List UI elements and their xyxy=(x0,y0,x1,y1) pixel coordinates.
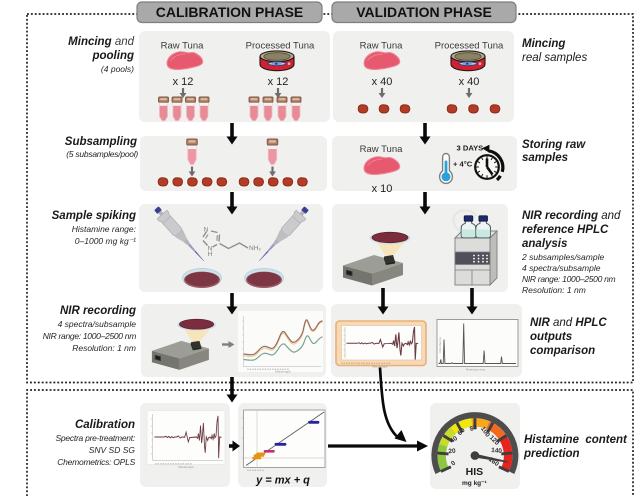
svg-text:x 12: x 12 xyxy=(268,76,289,88)
svg-text:4 spectra/subsample: 4 spectra/subsample xyxy=(58,319,137,329)
svg-text:x 40: x 40 xyxy=(459,76,480,88)
svg-text:Raw Tuna: Raw Tuna xyxy=(360,41,403,52)
svg-text:40: 40 xyxy=(449,435,459,445)
svg-text:Chemometrics: OPLS: Chemometrics: OPLS xyxy=(57,457,135,467)
svg-text:prediction: prediction xyxy=(523,448,580,460)
svg-text:Resolution: 1 nm: Resolution: 1 nm xyxy=(522,285,586,295)
svg-text:HIS: HIS xyxy=(466,466,484,478)
svg-text:Resolution: 1 nm: Resolution: 1 nm xyxy=(72,343,136,353)
svg-text:3 DAYS: 3 DAYS xyxy=(457,144,484,153)
svg-text:0: 0 xyxy=(450,459,458,467)
svg-text:a a a a a a a a a a: a a a a a a a a a a a a a a a a a a a a xyxy=(341,361,391,365)
svg-text:20: 20 xyxy=(448,448,456,456)
svg-text:real samples: real samples xyxy=(522,52,587,64)
svg-text:NIR recording: NIR recording xyxy=(60,305,136,317)
svg-text:Wavelength: Wavelength xyxy=(275,370,291,374)
svg-text:NH₂: NH₂ xyxy=(249,245,261,252)
svg-text:Retention time: Retention time xyxy=(466,368,486,372)
svg-text:a a a a a a a a a a: a a a a a a a a a a a a a a a xyxy=(155,462,192,466)
svg-text:Processed Tuna: Processed Tuna xyxy=(246,41,315,52)
svg-text:Histamine range:: Histamine range: xyxy=(72,224,137,234)
svg-text:reference HPLC: reference HPLC xyxy=(522,224,609,236)
svg-text:2 subsamples/sample: 2 subsamples/sample xyxy=(521,252,604,262)
svg-text:Raw Tuna: Raw Tuna xyxy=(161,41,204,52)
svg-text:Histamine content: Histamine content xyxy=(524,434,628,446)
svg-text:x 12: x 12 xyxy=(173,76,194,88)
svg-text:+ 4°C: + 4°C xyxy=(453,160,473,169)
svg-text:NIR and HPLC: NIR and HPLC xyxy=(530,317,607,329)
svg-text:140: 140 xyxy=(491,447,503,455)
svg-text:Sample spiking: Sample spiking xyxy=(52,210,136,222)
svg-text:comparison: comparison xyxy=(530,345,595,357)
svg-text:Mincing and: Mincing and xyxy=(68,36,134,48)
svg-text:60: 60 xyxy=(456,427,466,437)
svg-text:Processed Tuna: Processed Tuna xyxy=(435,41,504,52)
svg-text:SNV SD SG: SNV SD SG xyxy=(89,445,136,455)
svg-text:4 spectra/subsample: 4 spectra/subsample xyxy=(522,263,601,273)
svg-text:analysis: analysis xyxy=(522,238,567,250)
svg-text:NIR range: 1000–2500 nm: NIR range: 1000–2500 nm xyxy=(522,274,615,284)
svg-text:y = mx + q: y = mx + q xyxy=(255,475,310,487)
svg-text:VALIDATION PHASE: VALIDATION PHASE xyxy=(356,4,492,20)
svg-text:samples: samples xyxy=(522,152,568,164)
svg-text:Absorbance: Absorbance xyxy=(438,337,442,353)
svg-text:x 40: x 40 xyxy=(372,76,393,88)
svg-text:Spectra pre-treatment:: Spectra pre-treatment: xyxy=(55,433,135,443)
svg-text:pooling: pooling xyxy=(91,50,134,62)
svg-text:0–1000 mg kg⁻¹: 0–1000 mg kg⁻¹ xyxy=(75,236,136,246)
svg-text:Wavelength: Wavelength xyxy=(372,365,388,369)
svg-text:NIR recording and: NIR recording and xyxy=(522,210,621,222)
svg-text:NIR range: 1000–2500 nm: NIR range: 1000–2500 nm xyxy=(43,331,136,341)
svg-text:a a a a a: a a a a a a a xyxy=(247,468,264,472)
svg-text:Raw Tuna: Raw Tuna xyxy=(360,144,403,155)
svg-text:outputs: outputs xyxy=(530,331,572,343)
svg-text:Wavelength: Wavelength xyxy=(178,465,194,469)
svg-text:H: H xyxy=(208,251,213,258)
svg-text:Storing raw: Storing raw xyxy=(522,139,586,151)
svg-text:Mincing: Mincing xyxy=(522,38,565,50)
svg-text:N: N xyxy=(208,246,213,253)
svg-text:N: N xyxy=(204,227,209,234)
svg-text:Calibration: Calibration xyxy=(75,419,135,431)
svg-text:(5 subsamples/pool): (5 subsamples/pool) xyxy=(66,149,138,159)
svg-text:mg kg⁻¹: mg kg⁻¹ xyxy=(462,480,487,487)
svg-text:80: 80 xyxy=(469,424,479,433)
svg-text:(4 pools): (4 pools) xyxy=(101,64,134,74)
svg-text:Subsampling: Subsampling xyxy=(65,136,137,148)
svg-text:CALIBRATION PHASE: CALIBRATION PHASE xyxy=(156,4,304,20)
svg-text:x 10: x 10 xyxy=(372,183,393,195)
svg-text:a a a a a a a a a a: a a a a a a a a a a a a a a a a a xyxy=(247,367,289,371)
